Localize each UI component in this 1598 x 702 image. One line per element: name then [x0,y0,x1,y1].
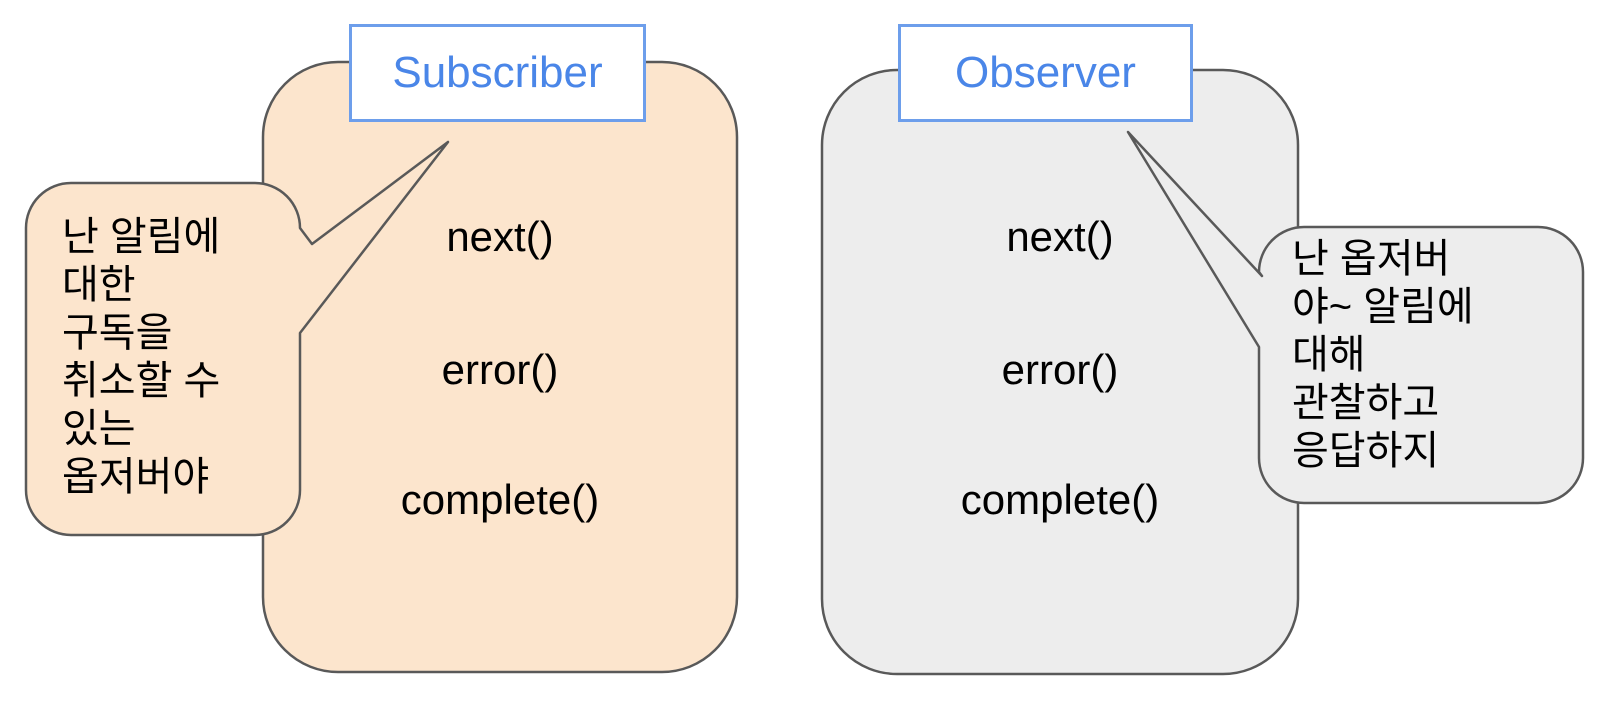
callout-line: 옵저버야 [62,455,210,499]
observer-method-error: error() [1001,346,1119,393]
subscriber-callout-bubble-shape [24,140,450,537]
subscriber-title-box: Subscriber [349,24,646,122]
observer-title-box: Observer [898,24,1193,122]
callout-line: 난 알림에 [62,215,221,259]
callout-line: 대한 [62,263,136,307]
callout-line: 대해 [1292,333,1366,377]
callout-line: 있는 [62,407,136,451]
callout-line: 응답하지 [1292,429,1440,473]
callout-line: 난 옵저버 [1292,237,1451,281]
callout-line: 취소할 수 [62,359,221,403]
subscriber-method-error: error() [441,346,559,393]
callout-line: 관찰하고 [1292,381,1440,425]
subscriber-title: Subscriber [392,48,603,97]
callout-line: 야~ 알림에 [1292,285,1474,329]
subscriber-callout-text: 난 알림에 대한 구독을 취소할 수 있는 옵저버야 [62,213,220,501]
subscriber-method-complete: complete() [400,476,600,523]
observer-title: Observer [955,48,1136,97]
observer-method-complete: complete() [960,476,1160,523]
callout-line: 구독을 [62,311,173,355]
observer-callout-bubble-shape [1126,130,1585,505]
observer-method-next: next() [1006,213,1114,260]
subscriber-method-next: next() [446,213,554,260]
observer-callout-text: 난 옵저버 야~ 알림에 대해 관찰하고 응답하지 [1292,235,1474,475]
